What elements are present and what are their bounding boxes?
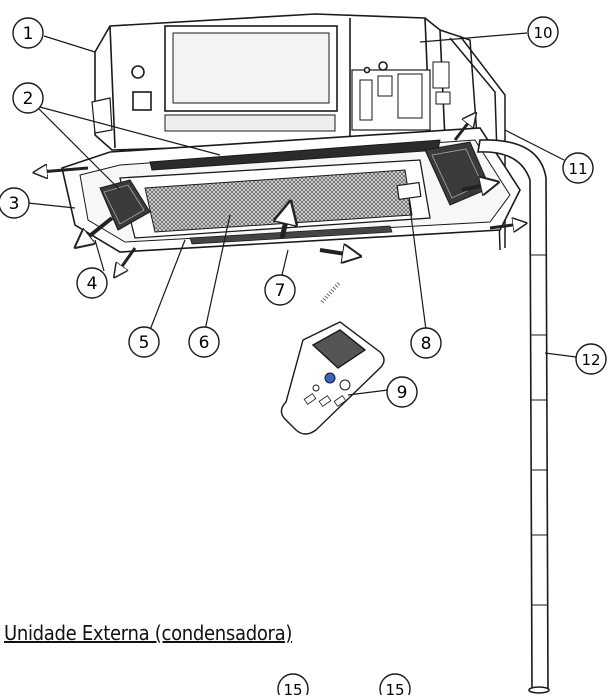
airflow-arrow-front [319, 250, 352, 255]
callout-3: 3 [0, 187, 30, 219]
callout-11: 11 [562, 152, 594, 184]
pipe-duct [477, 139, 550, 694]
remote-control [280, 280, 385, 435]
leader-2b [35, 105, 221, 156]
svg-text:9: 9 [397, 383, 408, 403]
svg-text:7: 7 [275, 281, 286, 301]
callout-12: 12 [575, 343, 607, 375]
leader-1 [43, 35, 96, 53]
callout-10: 10 [527, 16, 559, 48]
leader-11 [504, 129, 565, 161]
svg-text:1: 1 [23, 24, 34, 44]
svg-text:4: 4 [87, 274, 98, 294]
airflow-arrow-intake [282, 212, 288, 239]
air-flow-arrows [40, 118, 520, 272]
callout-1: 1 [12, 17, 44, 49]
airflow-arrow-right [461, 184, 490, 190]
callout-4: 4 [76, 267, 108, 299]
airflow-arrow-top-right [453, 118, 472, 141]
leader-9 [347, 389, 389, 396]
callout-5: 5 [128, 326, 160, 358]
leader-8 [408, 199, 427, 331]
callout-15a: 15 [277, 673, 309, 699]
leader-5 [149, 239, 186, 331]
unit-body [91, 13, 451, 151]
airflow-arrow-top-left [40, 168, 89, 172]
svg-text:11: 11 [568, 160, 587, 178]
svg-text:2: 2 [23, 89, 34, 109]
callout-2: 2 [12, 82, 44, 114]
callout-circles: 1 2 3 4 5 6 7 8 9 10 11 12 15 15 [0, 16, 607, 699]
leader-10 [419, 32, 528, 43]
leader-6 [204, 214, 231, 331]
svg-text:10: 10 [533, 24, 552, 42]
svg-text:15: 15 [385, 681, 404, 695]
leader-12 [544, 352, 577, 358]
callout-7: 7 [264, 274, 296, 306]
leader-2a [35, 105, 121, 191]
svg-text:5: 5 [139, 333, 150, 353]
outdoor-unit-section-title: Unidade Externa (condensadora) [4, 621, 293, 645]
svg-text:8: 8 [421, 334, 432, 354]
airflow-arrow-bottom-left [118, 247, 137, 272]
callout-8: 8 [410, 327, 442, 359]
svg-text:3: 3 [9, 194, 20, 214]
callout-9: 9 [386, 376, 418, 408]
callout-15b: 15 [379, 673, 411, 699]
leader-lines [27, 32, 577, 396]
leader-4 [94, 239, 105, 272]
svg-text:6: 6 [199, 333, 210, 353]
svg-text:12: 12 [581, 351, 600, 369]
callout-6: 6 [188, 326, 220, 358]
airflow-arrow-left-down [82, 216, 114, 242]
leader-3 [27, 202, 76, 209]
airflow-arrow-bottom-right [489, 224, 520, 228]
leader-7 [281, 249, 289, 276]
svg-text:15: 15 [283, 681, 302, 695]
